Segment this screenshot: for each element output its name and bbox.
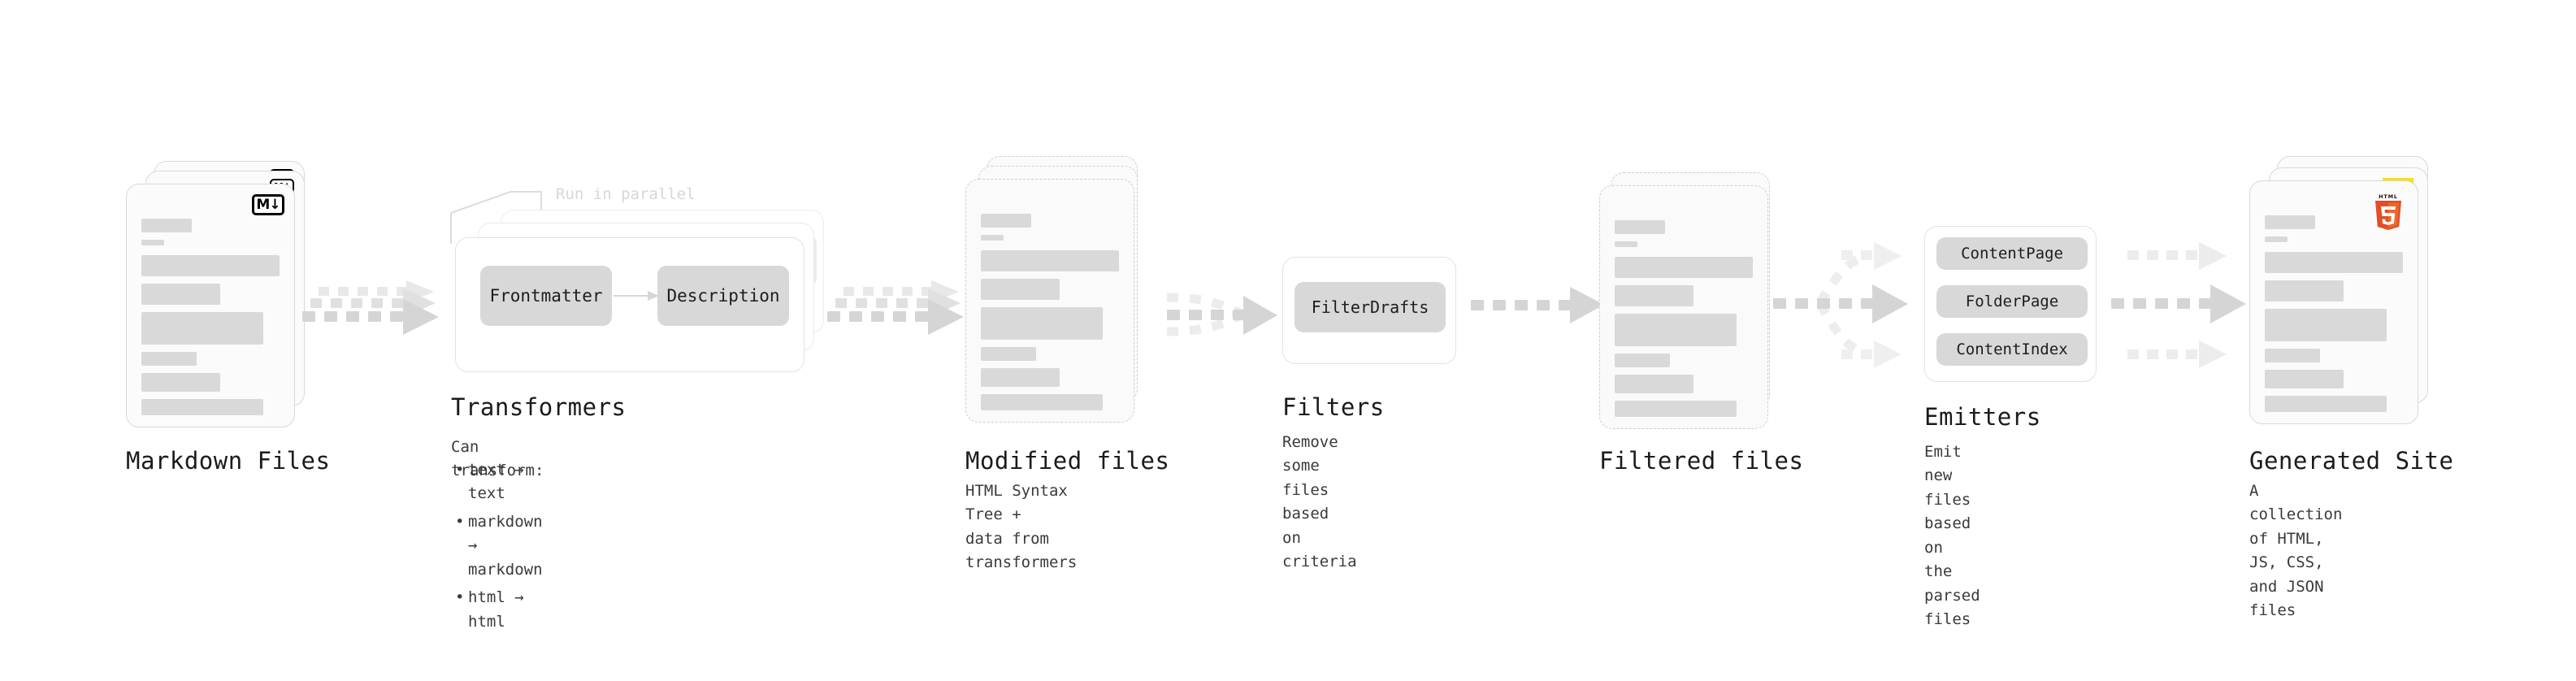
transformers-bullet-list: • text → text • markdown → markdown • ht… xyxy=(455,458,543,634)
placeholder-bar xyxy=(141,312,263,345)
chip-filterdrafts[interactable]: FilterDrafts xyxy=(1295,282,1446,332)
connector-emitters-to-site xyxy=(2111,242,2246,368)
placeholder-bar xyxy=(1615,401,1737,417)
filters-group-box: FilterDrafts xyxy=(1282,257,1456,364)
placeholder-bar xyxy=(2265,370,2344,388)
placeholder-bar xyxy=(141,284,220,305)
list-item-label: text → text xyxy=(468,461,524,503)
connector-modified-to-filters xyxy=(1166,293,1277,336)
list-item: • text → text xyxy=(455,458,543,506)
placeholder-bar xyxy=(981,368,1060,387)
connector-filters-to-filtered xyxy=(1471,287,1604,323)
placeholder-bar xyxy=(141,255,280,276)
stage-subtitle-generated-site: A collection of HTML, JS, CSS, and JSON … xyxy=(2249,482,2343,620)
svg-text:HTML: HTML xyxy=(2379,193,2398,200)
stage-subtitle-transformers: Can transform: xyxy=(451,438,544,480)
placeholder-lines xyxy=(141,219,280,423)
filtered-card-front xyxy=(1599,185,1768,429)
placeholder-bar xyxy=(2265,280,2344,301)
connector-md-to-transformers xyxy=(302,280,439,335)
placeholder-bar xyxy=(981,214,1031,228)
stage-title-modified-files: Modified files xyxy=(965,447,1170,475)
annotation-run-in-parallel: Run in parallel xyxy=(556,185,696,203)
markdown-card-front: M↓ xyxy=(126,184,295,427)
stage-title-markdown-files: Markdown Files xyxy=(126,447,331,475)
stage-title-filtered-files: Filtered files xyxy=(1599,447,1804,475)
placeholder-bar xyxy=(981,235,1004,241)
bullet-dot: • xyxy=(455,512,465,531)
placeholder-lines xyxy=(1615,220,1753,424)
bullet-dot: • xyxy=(455,461,465,479)
stage-subtitle-modified-files: HTML Syntax Tree + data from transformer… xyxy=(965,482,1078,572)
placeholder-bar xyxy=(2265,309,2387,341)
stage-title-filters: Filters xyxy=(1282,393,1385,421)
html5-icon: HTML xyxy=(2375,193,2401,230)
modified-card-front xyxy=(965,179,1134,423)
chip-description[interactable]: Description xyxy=(657,266,789,326)
placeholder-bar xyxy=(141,399,263,415)
placeholder-bar xyxy=(981,394,1103,410)
stage-title-generated-site: Generated Site xyxy=(2249,447,2454,475)
list-item-label: markdown → markdown xyxy=(468,512,543,579)
chip-frontmatter[interactable]: Frontmatter xyxy=(480,266,612,326)
parallel-leader-line xyxy=(450,191,542,244)
placeholder-bar xyxy=(1615,257,1753,278)
placeholder-bar xyxy=(1615,314,1737,346)
placeholder-bar xyxy=(141,240,164,245)
placeholder-bar xyxy=(981,279,1060,300)
chip-contentindex[interactable]: ContentIndex xyxy=(1936,333,2088,366)
placeholder-bar xyxy=(1615,241,1637,247)
connector-filtered-to-emitters xyxy=(1773,242,1908,368)
markdown-badge: M↓ xyxy=(252,194,284,215)
stage-subtitle-emitters: Emit new files based on the parsed files xyxy=(1924,443,1980,629)
placeholder-bar xyxy=(981,347,1036,361)
placeholder-bar xyxy=(2265,396,2387,412)
site-card-front: HTML xyxy=(2249,180,2418,424)
list-item-label: html → html xyxy=(468,588,524,631)
stage-subtitle-filters: Remove some files based on criteria xyxy=(1282,433,1357,571)
list-item: • markdown → markdown xyxy=(455,510,543,582)
stage-title-transformers: Transformers xyxy=(451,393,627,421)
placeholder-bar xyxy=(1615,375,1693,393)
placeholder-bar xyxy=(1615,285,1693,306)
placeholder-bar xyxy=(981,250,1119,271)
placeholder-bar xyxy=(981,307,1103,340)
bullet-dot: • xyxy=(455,588,465,607)
placeholder-bar xyxy=(141,352,197,366)
stage-title-emitters: Emitters xyxy=(1924,403,2041,431)
chip-contentpage[interactable]: ContentPage xyxy=(1936,237,2088,270)
emitters-group-box: ContentPage FolderPage ContentIndex xyxy=(1924,226,2097,382)
chip-folderpage[interactable]: FolderPage xyxy=(1936,285,2088,318)
list-item: • html → html xyxy=(455,586,543,634)
placeholder-bar xyxy=(2265,349,2320,362)
placeholder-bar xyxy=(1615,354,1670,367)
placeholder-bar xyxy=(1615,220,1665,234)
placeholder-lines xyxy=(981,214,1119,418)
connector-transformers-to-modified xyxy=(827,280,964,335)
placeholder-bar xyxy=(2265,215,2315,229)
placeholder-bar xyxy=(2265,252,2403,273)
placeholder-lines xyxy=(2265,215,2403,419)
placeholder-bar xyxy=(141,373,220,392)
placeholder-bar xyxy=(141,219,192,232)
placeholder-bar xyxy=(2265,236,2288,242)
transformer-shell-front: Frontmatter Description xyxy=(455,237,804,372)
inner-arrow-frontmatter-to-description xyxy=(614,291,659,301)
